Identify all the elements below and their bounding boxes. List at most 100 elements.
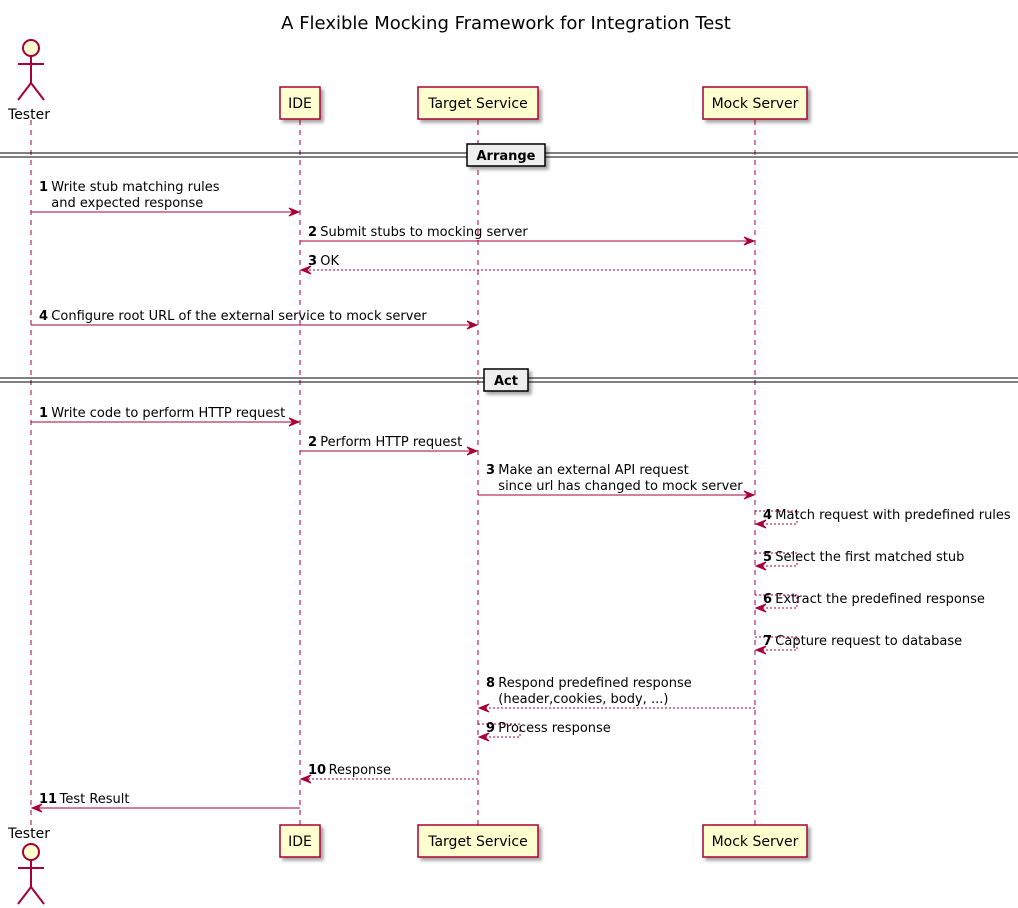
actor-leg-left — [17, 82, 32, 101]
message-label: Capture request to database — [775, 634, 962, 649]
participant-box-ide — [279, 824, 321, 858]
message-number: 2 — [308, 225, 317, 240]
message-label: Select the first matched stub — [775, 550, 964, 565]
message-arrow — [478, 723, 521, 738]
stick-figure-icon — [17, 843, 45, 905]
message-number: 8 — [486, 676, 495, 691]
message-label: Extract the predefined response — [775, 592, 985, 607]
arrow-head — [743, 236, 756, 246]
participant-box-target — [417, 824, 539, 858]
arrow-head — [754, 645, 767, 655]
arrow-head — [30, 803, 43, 813]
arrow-head — [288, 417, 301, 427]
message-label: Process response — [498, 721, 611, 736]
participant-label-bottom: Target Service — [427, 834, 528, 850]
arrow-head — [288, 207, 301, 217]
diagram-title: A Flexible Mocking Framework for Integra… — [281, 13, 731, 34]
message-number: 3 — [486, 463, 495, 478]
participant-label-bottom: Mock Server — [712, 834, 799, 850]
message-number: 1 — [39, 406, 48, 421]
participant-label-bottom: IDE — [288, 834, 312, 850]
message-number: 6 — [763, 592, 772, 607]
participant-box-mock — [702, 824, 808, 858]
message-label: Perform HTTP request — [320, 435, 462, 450]
message-arrow — [755, 552, 798, 567]
message-label: (header,cookies, body, ...) — [498, 692, 668, 707]
message-label: Write stub matching rules — [51, 180, 219, 195]
message-label: and expected response — [51, 196, 203, 211]
message-number: 4 — [763, 508, 772, 523]
actor-head — [22, 843, 40, 861]
actor-leg-right — [30, 82, 45, 101]
arrow-head — [477, 703, 490, 713]
message-number: 10 — [308, 763, 326, 778]
message-label: Write code to perform HTTP request — [51, 406, 285, 421]
message-label: Submit stubs to mocking server — [320, 225, 528, 240]
participant-label-top: Mock Server — [712, 96, 799, 112]
stick-figure-icon — [17, 39, 45, 101]
divider-box — [466, 143, 546, 167]
message-label: since url has changed to mock server — [498, 479, 743, 494]
participant-label-bottom: Tester — [7, 826, 50, 842]
message-number: 11 — [39, 792, 57, 807]
message-number: 2 — [308, 435, 317, 450]
arrow-head — [299, 265, 312, 275]
actor-head — [22, 39, 40, 57]
arrow-head — [754, 603, 767, 613]
arrow-head — [466, 446, 479, 456]
message-label: Response — [329, 763, 391, 778]
participant-label-top: Tester — [7, 107, 50, 123]
message-arrow — [755, 636, 798, 651]
message-label: OK — [320, 254, 339, 269]
participant-box-ide — [279, 86, 321, 120]
arrow-head — [754, 561, 767, 571]
divider-box — [483, 368, 529, 392]
actor-leg-left — [17, 886, 32, 905]
message-label: Configure root URL of the external servi… — [51, 309, 427, 324]
participant-label-top: Target Service — [427, 96, 528, 112]
lifelines — [30, 120, 756, 826]
message-label: Respond predefined response — [498, 676, 691, 691]
message-label: Test Result — [59, 792, 130, 807]
message-label: Match request with predefined rules — [775, 508, 1011, 523]
message-arrow — [755, 594, 798, 609]
message-number: 4 — [39, 309, 48, 324]
message-arrow — [755, 510, 798, 525]
message-number: 1 — [39, 180, 48, 195]
arrow-head — [754, 519, 767, 529]
arrow-head — [299, 774, 312, 784]
participant-box-target — [417, 86, 539, 120]
participant-label-top: IDE — [288, 96, 312, 112]
message-label: Make an external API request — [498, 463, 688, 478]
actor-leg-right — [30, 886, 45, 905]
divider-label: Act — [494, 374, 518, 389]
message-number: 3 — [308, 254, 317, 269]
message-number: 9 — [486, 721, 495, 736]
arrow-head — [743, 490, 756, 500]
participant-box-mock — [702, 86, 808, 120]
arrow-head — [466, 320, 479, 330]
divider-label: Arrange — [476, 149, 535, 164]
arrow-head — [477, 732, 490, 742]
message-number: 5 — [763, 550, 772, 565]
message-number: 7 — [763, 634, 772, 649]
